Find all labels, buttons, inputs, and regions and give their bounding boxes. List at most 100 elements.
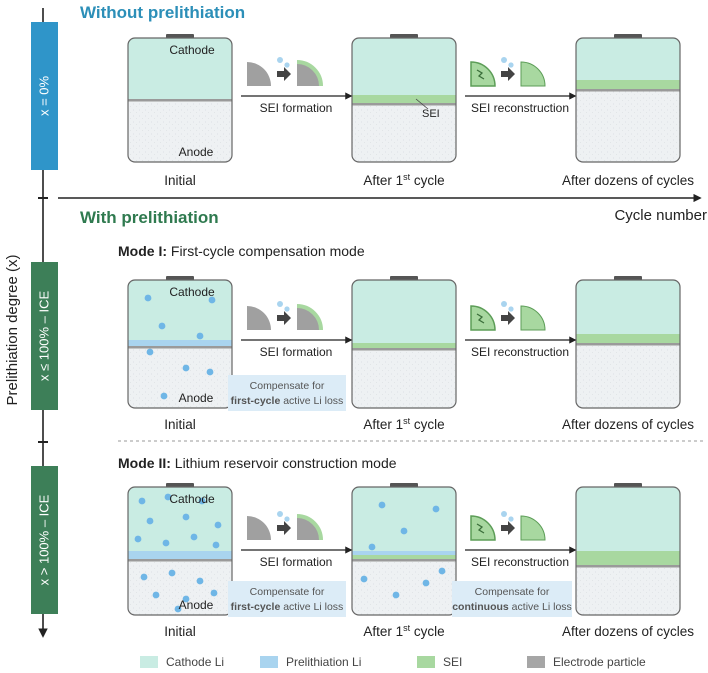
compensate-line2: first-cycle active Li loss bbox=[231, 601, 344, 613]
cathode-label: Cathode bbox=[169, 492, 215, 506]
lithium-dot bbox=[182, 595, 190, 603]
legend-label: Prelithiation Li bbox=[286, 655, 361, 669]
cathode-region bbox=[576, 38, 680, 80]
lithium-dot bbox=[174, 605, 182, 613]
process-row2-reconstruction: SEI reconstruction bbox=[465, 301, 577, 359]
crack-icon bbox=[476, 313, 485, 324]
stage-label-after-first: After 1st cycle bbox=[363, 623, 444, 639]
arrow-icon bbox=[501, 521, 515, 535]
cell-outline bbox=[127, 37, 233, 163]
cell-outline bbox=[351, 37, 457, 163]
lithium-dot bbox=[140, 573, 148, 581]
lithium-dot bbox=[182, 513, 190, 521]
stage-label-initial: Initial bbox=[164, 624, 196, 639]
prelithiation-layer bbox=[128, 551, 232, 559]
sei-layer bbox=[576, 80, 680, 89]
lithium-dot bbox=[190, 533, 198, 541]
li-ion-icon bbox=[501, 57, 507, 63]
cracked-sei-icon bbox=[470, 305, 496, 331]
compensate-row3-first: Compensate for first-cycle active Li loss bbox=[228, 581, 346, 617]
lithium-dot bbox=[368, 543, 376, 551]
cell-outline bbox=[351, 279, 457, 409]
sei-layer bbox=[352, 95, 456, 103]
prelithiation-layer bbox=[128, 340, 232, 346]
mode-two-heading: Mode II: Lithium reservoir construction … bbox=[118, 455, 397, 471]
particle-icon bbox=[247, 306, 271, 330]
cathode-label: Cathode bbox=[169, 43, 215, 57]
lithium-dot bbox=[378, 501, 386, 509]
title-without-prelithiation: Without prelithiation bbox=[80, 3, 245, 22]
cathode-region bbox=[576, 280, 680, 334]
legend-swatch bbox=[527, 656, 545, 668]
lithium-dot bbox=[210, 589, 218, 597]
cell-row1-after-first: SEI bbox=[351, 34, 457, 163]
lithium-dot bbox=[206, 368, 214, 376]
process-row1-reconstruction: SEI reconstruction bbox=[465, 57, 577, 115]
legend-label: Electrode particle bbox=[553, 655, 646, 669]
anode-label: Anode bbox=[179, 598, 214, 612]
particle-icon bbox=[247, 62, 271, 86]
process-row3-formation: SEI formation bbox=[241, 511, 353, 569]
cell-row3-after-first bbox=[351, 483, 457, 616]
sei-layer bbox=[576, 334, 680, 343]
stage-label-after-dozens: After dozens of cycles bbox=[562, 624, 694, 639]
svg-text:x > 100% – ICE: x > 100% – ICE bbox=[36, 494, 51, 585]
stage-label-after-first: After 1st cycle bbox=[363, 416, 444, 432]
li-ion-icon bbox=[508, 62, 514, 68]
title-with-prelithiation: With prelithiation bbox=[80, 208, 219, 227]
process-label: SEI formation bbox=[260, 101, 333, 115]
legend-label: SEI bbox=[443, 655, 462, 669]
lithium-dot bbox=[160, 392, 168, 400]
lithium-dot bbox=[146, 348, 154, 356]
cell-row2-after-first bbox=[351, 276, 457, 409]
li-ion-icon bbox=[501, 301, 507, 307]
band-x-gt-ice: x > 100% – ICE bbox=[31, 466, 58, 614]
lithium-dot bbox=[422, 579, 430, 587]
particle-icon bbox=[297, 62, 321, 86]
compensate-line2: first-cycle active Li loss bbox=[231, 395, 344, 407]
cell-row1-after-dozens bbox=[575, 34, 681, 163]
stage-label-after-dozens: After dozens of cycles bbox=[562, 173, 694, 188]
lithium-dot bbox=[432, 505, 440, 513]
lithium-dot bbox=[438, 567, 446, 575]
lithium-dot bbox=[182, 364, 190, 372]
cracked-sei-icon bbox=[470, 61, 496, 87]
cathode-region bbox=[128, 280, 232, 340]
separator-line bbox=[128, 559, 232, 562]
cathode-label: Cathode bbox=[169, 285, 215, 299]
compensate-line1: Compensate for bbox=[250, 586, 325, 598]
sei-layer bbox=[352, 343, 456, 348]
stage-label-after-first: After 1st cycle bbox=[363, 172, 444, 188]
particle-icon bbox=[297, 306, 321, 330]
lithium-dot bbox=[392, 591, 400, 599]
separator-line bbox=[352, 559, 456, 562]
band-x-zero: x = 0% bbox=[31, 22, 58, 170]
legend-item: SEI bbox=[417, 655, 462, 669]
process-label: SEI reconstruction bbox=[471, 345, 569, 359]
sei-layer bbox=[352, 555, 456, 559]
li-ion-icon bbox=[277, 301, 283, 307]
sei-label-leader bbox=[415, 98, 429, 110]
legend-label: Cathode Li bbox=[166, 655, 224, 669]
compensate-box bbox=[452, 581, 572, 617]
sei-layer bbox=[576, 551, 680, 565]
stage-label-initial: Initial bbox=[164, 417, 196, 432]
stage-label-after-dozens: After dozens of cycles bbox=[562, 417, 694, 432]
y-axis-label: Prelithiation degree (x) bbox=[4, 255, 21, 406]
lithium-dot bbox=[360, 575, 368, 583]
separator-line bbox=[576, 89, 680, 92]
compensate-line1: Compensate for bbox=[250, 380, 325, 392]
arrow-icon bbox=[277, 521, 291, 535]
sei-coat-icon bbox=[296, 304, 323, 331]
lithium-dot bbox=[164, 493, 172, 501]
process-row3-reconstruction: SEI reconstruction bbox=[465, 511, 577, 569]
lithium-dot bbox=[152, 591, 160, 599]
cathode-region bbox=[576, 487, 680, 551]
legend-swatch bbox=[417, 656, 435, 668]
particle-icon bbox=[247, 516, 271, 540]
lithium-dot bbox=[134, 535, 142, 543]
